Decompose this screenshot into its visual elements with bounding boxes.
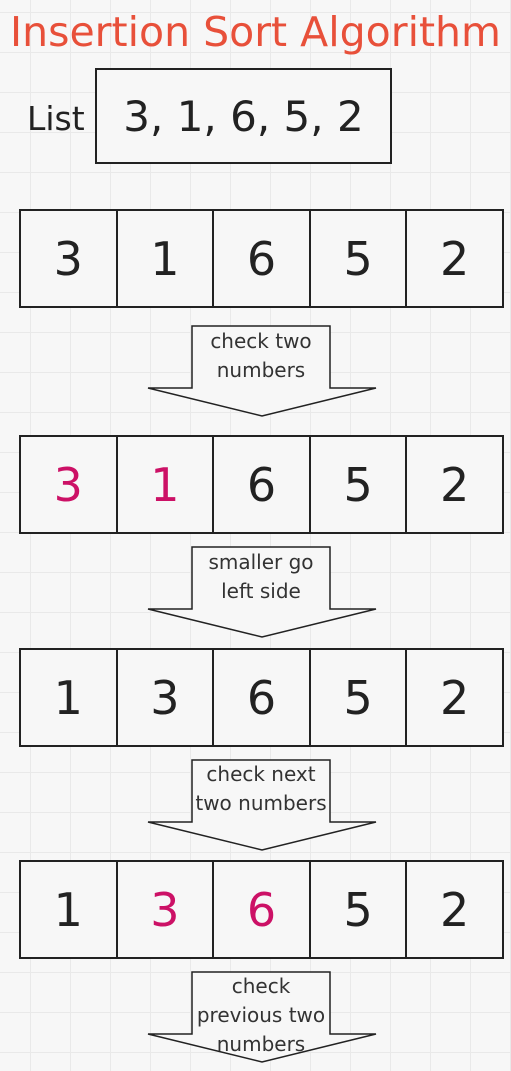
step-label-line: previous two	[196, 1003, 326, 1027]
array-cell-highlighted: 6	[212, 860, 311, 959]
array-row-1: 3 1 6 5 2	[19, 209, 504, 308]
step-label: check next two numbers	[192, 760, 330, 818]
step-label: smaller go left side	[192, 548, 330, 606]
step-label-line: numbers	[216, 1032, 306, 1056]
step-arrow-4: check previous two numbers	[146, 971, 378, 1063]
array-cell-highlighted: 1	[115, 435, 215, 534]
down-arrow-icon	[147, 971, 377, 1063]
step-arrow-3: check next two numbers	[146, 759, 378, 851]
array-cell: 1	[19, 860, 118, 959]
array-cell-highlighted: 3	[115, 860, 215, 959]
array-cell: 6	[212, 435, 311, 534]
step-label-line: left side	[221, 579, 301, 603]
array-cell: 5	[308, 648, 408, 747]
step-label-line: smaller go	[208, 550, 314, 574]
array-cell: 2	[405, 435, 504, 534]
array-cell: 3	[115, 648, 215, 747]
array-row-2: 3 1 6 5 2	[19, 435, 504, 534]
list-box: 3, 1, 6, 5, 2	[95, 68, 392, 164]
array-row-4: 1 3 6 5 2	[19, 860, 504, 959]
step-label-line: numbers	[216, 358, 306, 382]
step-label-line: check next	[206, 762, 316, 786]
step-arrow-1: check two numbers	[146, 325, 378, 417]
array-cell: 2	[405, 860, 504, 959]
step-label-line: two numbers	[195, 791, 327, 815]
down-arrow-icon	[147, 546, 377, 638]
array-cell: 1	[19, 648, 118, 747]
array-cell: 2	[405, 209, 504, 308]
array-cell: 6	[212, 209, 311, 308]
step-label: check previous two numbers	[192, 972, 330, 1059]
step-label-line: check two	[210, 329, 312, 353]
down-arrow-icon	[147, 325, 377, 417]
list-value: 3, 1, 6, 5, 2	[123, 91, 364, 141]
array-cell: 5	[308, 435, 408, 534]
array-cell: 6	[212, 648, 311, 747]
step-label-line: check	[231, 974, 291, 998]
array-cell-highlighted: 3	[19, 435, 118, 534]
array-cell: 2	[405, 648, 504, 747]
step-arrow-2: smaller go left side	[146, 546, 378, 638]
array-cell: 1	[115, 209, 215, 308]
down-arrow-icon	[147, 759, 377, 851]
array-row-3: 1 3 6 5 2	[19, 648, 504, 747]
array-cell: 3	[19, 209, 118, 308]
step-label: check two numbers	[192, 327, 330, 385]
array-cell: 5	[308, 860, 408, 959]
list-label: List	[27, 99, 85, 138]
array-cell: 5	[308, 209, 408, 308]
diagram-title: Insertion Sort Algorithm	[10, 8, 501, 56]
